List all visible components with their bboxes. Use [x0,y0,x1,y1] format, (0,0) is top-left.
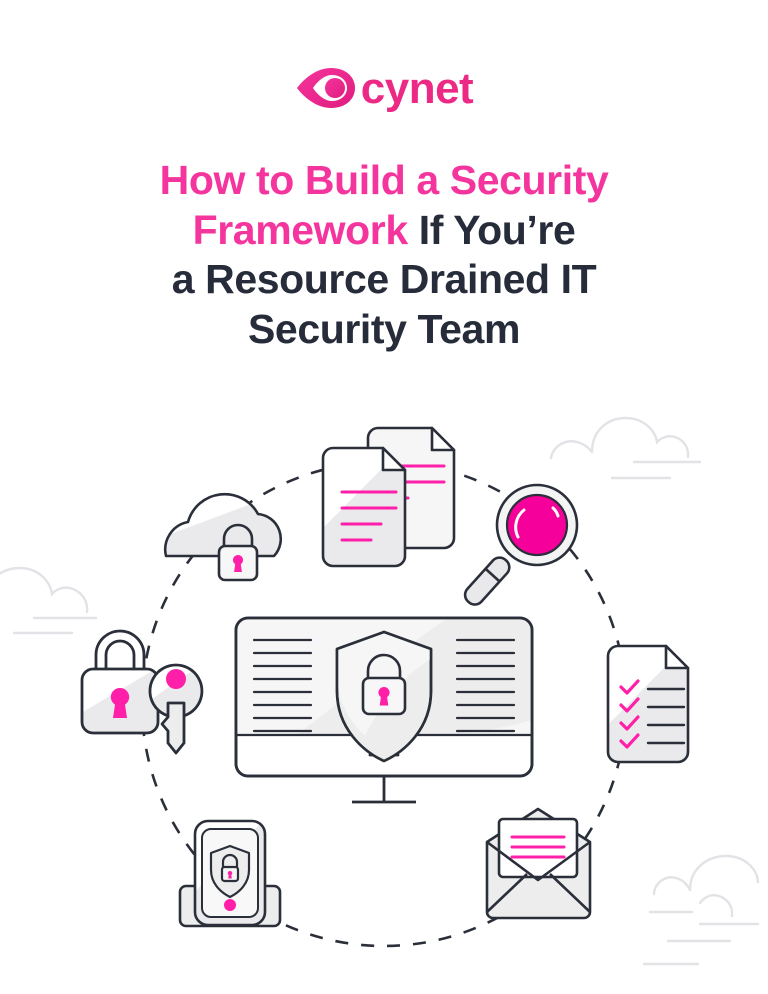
checklist-icon [606,644,690,764]
security-framework-illustration [0,390,768,994]
cloud-lock-icon [163,492,283,582]
monitor-text-lines-right [455,638,516,733]
page-title: How to Build a Security Framework If You… [64,156,704,354]
brand-wordmark: cynet [360,64,474,113]
padlock-key-icon [80,629,204,755]
documents-icon [321,426,456,568]
title-line-1: How to Build a Security [64,156,704,206]
magnifier-icon [463,483,579,606]
title-line-1-text: How to Build a Security [159,157,609,203]
title-line-3: a Resource Drained IT [64,255,704,305]
title-line-4-text: Security Team [247,305,521,352]
title-line-3-text: a Resource Drained IT [171,256,597,303]
title-line-2-dark-text: If You’re [407,206,576,253]
monitor-text-lines-left [252,638,313,733]
envelope-mail-icon [485,807,592,920]
title-line-2-pink-text: Framework [192,206,409,253]
title-line-2: Framework If You’re [64,206,704,256]
title-line-4: Security Team [64,305,704,355]
shield-lock-badge-icon [335,630,433,763]
cloud-decor-top-right-icon [549,416,702,480]
cloud-decor-bottom-right-icon [642,854,760,966]
desktop-monitor-shield-lock-icon [234,616,534,804]
cynet-eye-logo-icon [296,68,355,108]
cloud-decor-left-icon [0,566,98,635]
tablet-shield-icon [178,819,282,928]
illustration-canvas [0,416,760,966]
brand-logo: cynet [0,58,768,118]
